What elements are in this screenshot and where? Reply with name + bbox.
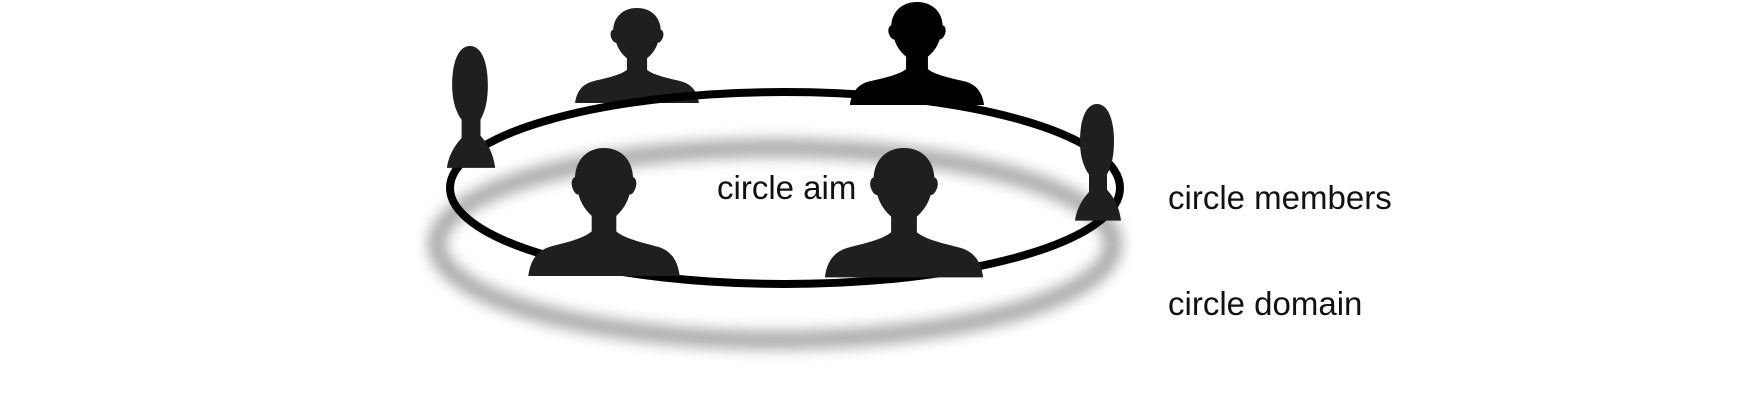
- member-left-profile-icon: [446, 46, 496, 168]
- circle-aim-label: circle aim: [717, 169, 856, 206]
- domain-shadow-ring: [428, 139, 1122, 349]
- member-right-profile-icon: [1075, 104, 1121, 221]
- member-back-left-icon: [575, 8, 699, 104]
- member-back-right-icon: [849, 2, 985, 105]
- circle-members-label: circle members: [1168, 179, 1392, 216]
- circle-ring: [446, 88, 1124, 288]
- circle-domain-label: circle domain: [1168, 285, 1362, 322]
